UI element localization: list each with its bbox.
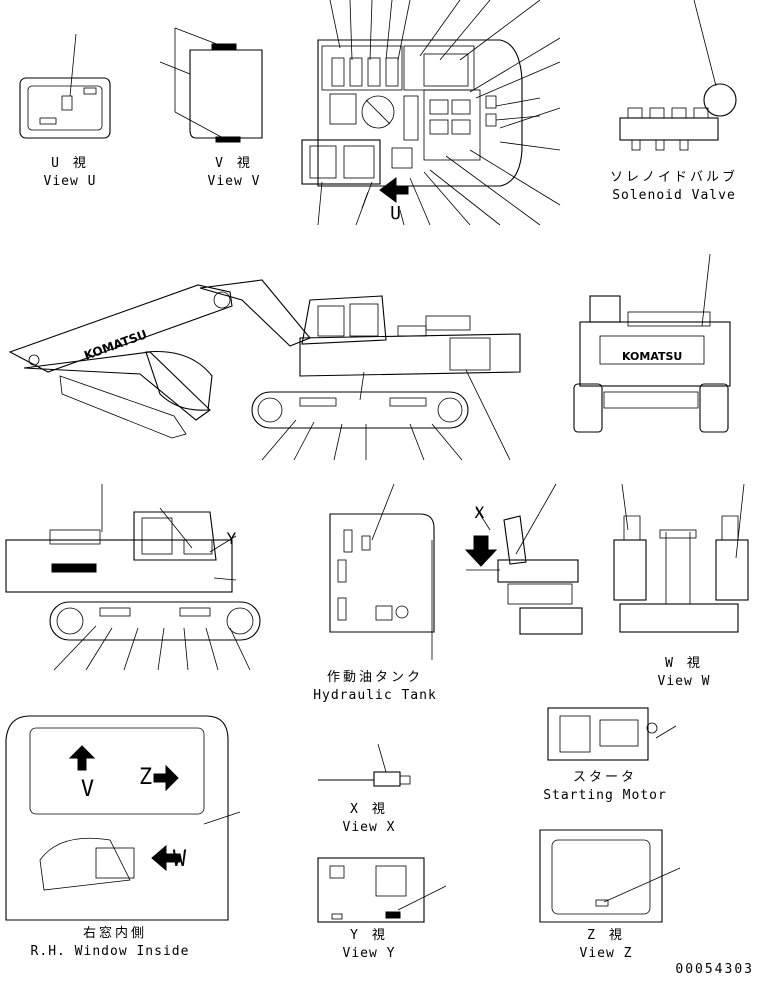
- marker-u: U: [390, 203, 402, 224]
- view-v-label-en: View V: [207, 174, 261, 189]
- side-view-excavator: KOMATSU: [8, 279, 521, 461]
- view-z-label-ja: Z 視: [587, 928, 625, 943]
- drawing-number: 00054303: [675, 962, 754, 977]
- solenoid-valve-label-ja: ソレノイドバルブ: [609, 170, 738, 185]
- control-box-x-drawing: [464, 483, 583, 635]
- view-x-label-ja: X 視: [350, 802, 388, 817]
- brand-logo-rear: KOMATSU: [622, 350, 682, 363]
- marker-v: V: [80, 777, 96, 802]
- view-u-label-ja: U 視: [51, 156, 89, 171]
- solenoid-valve-label-en: Solenoid Valve: [612, 188, 736, 203]
- view-w-drawing: [613, 483, 749, 633]
- rh-window-drawing: [5, 715, 241, 921]
- view-y-label-ja: Y 視: [350, 928, 388, 943]
- view-y-label-en: View Y: [342, 946, 396, 961]
- starting-motor-label-ja: スタータ: [572, 770, 637, 785]
- rear-view-excavator: KOMATSU: [573, 253, 731, 433]
- solenoid-valve-drawing: [619, 0, 737, 151]
- view-z-label-en: View Z: [579, 946, 633, 961]
- hydraulic-tank-label-ja: 作動油タンク: [326, 670, 423, 685]
- right-side-view-excavator: [5, 484, 261, 671]
- marker-z: Z: [138, 765, 154, 790]
- view-v-label-ja: V 視: [215, 156, 253, 171]
- marker-w: W: [172, 847, 188, 872]
- view-x-drawing: [318, 743, 411, 787]
- view-w-label-en: View W: [657, 674, 711, 689]
- view-w-label-ja: W 視: [665, 656, 703, 671]
- view-v-drawing: [159, 27, 263, 143]
- marker-y: Y: [226, 529, 238, 548]
- rh-window-label-ja: 右窓内側: [82, 926, 147, 941]
- view-u-label-en: View U: [43, 174, 97, 189]
- hydraulic-tank-label-en: Hydraulic Tank: [313, 688, 437, 703]
- view-x-label-en: View X: [342, 820, 396, 835]
- top-plan-view: [301, 0, 561, 226]
- brand-logo-arm: KOMATSU: [82, 327, 149, 363]
- starting-motor-label-en: Starting Motor: [543, 788, 667, 803]
- view-z-drawing: [539, 829, 681, 923]
- view-y-drawing: [317, 857, 447, 923]
- rh-window-label-en: R.H. Window Inside: [30, 944, 190, 959]
- marker-x: X: [474, 503, 486, 522]
- starting-motor-drawing: [547, 707, 677, 761]
- view-u-drawing: [19, 33, 111, 139]
- hydraulic-tank-drawing: [329, 483, 435, 660]
